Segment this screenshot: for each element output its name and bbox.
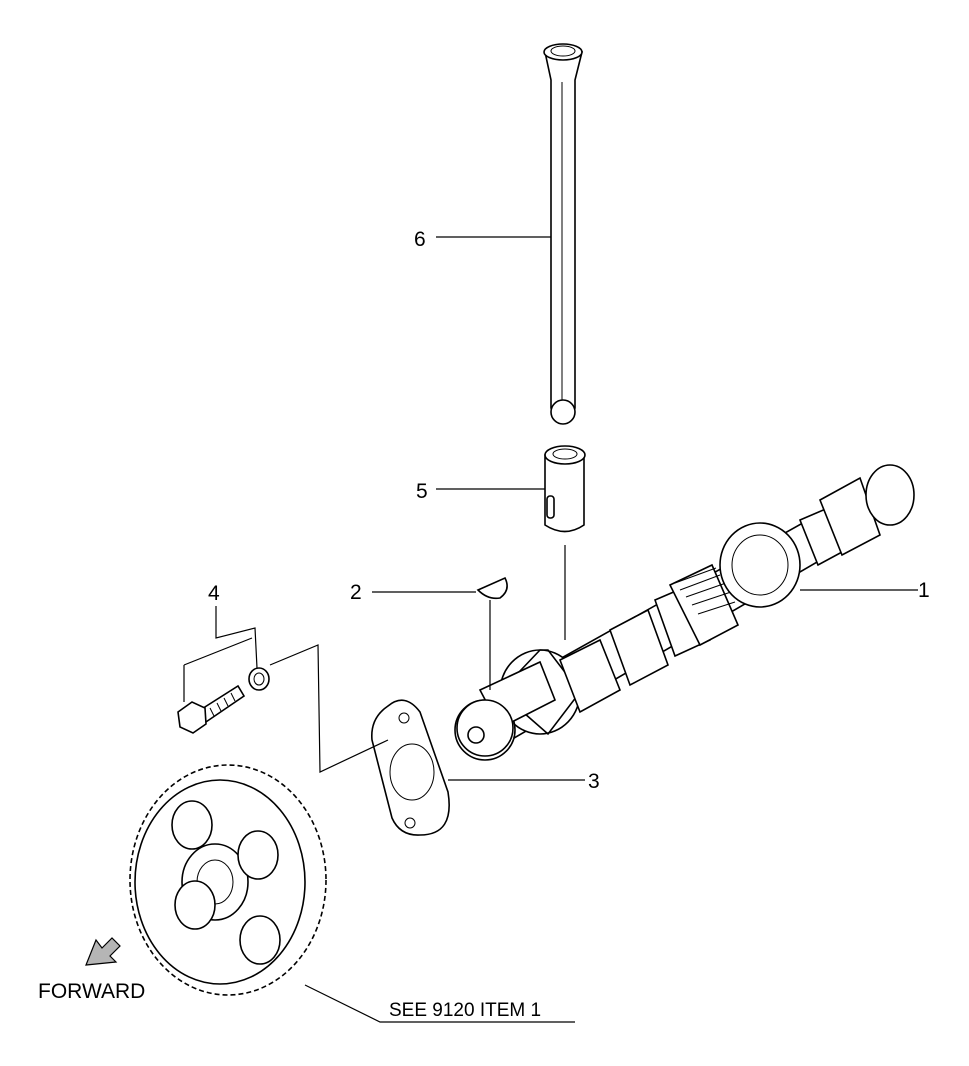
tappet xyxy=(544,445,586,533)
callout-1: 1 xyxy=(918,579,930,602)
callout-6: 6 xyxy=(414,228,426,251)
callout-3: 3 xyxy=(588,770,600,793)
camshaft xyxy=(454,464,915,761)
cam-gear xyxy=(129,764,327,996)
forward-arrow-icon xyxy=(85,937,121,966)
forward-label: FORWARD xyxy=(38,980,145,1003)
woodruff-key xyxy=(476,576,508,600)
push-rod xyxy=(543,43,584,425)
reference-note: SEE 9120 ITEM 1 xyxy=(389,1000,541,1021)
bolt-and-washer xyxy=(177,667,270,734)
callout-4: 4 xyxy=(208,582,220,605)
callout-5: 5 xyxy=(416,480,428,503)
callout-2: 2 xyxy=(350,581,362,604)
leader-lines xyxy=(183,236,918,1023)
thrust-plate xyxy=(371,699,450,836)
